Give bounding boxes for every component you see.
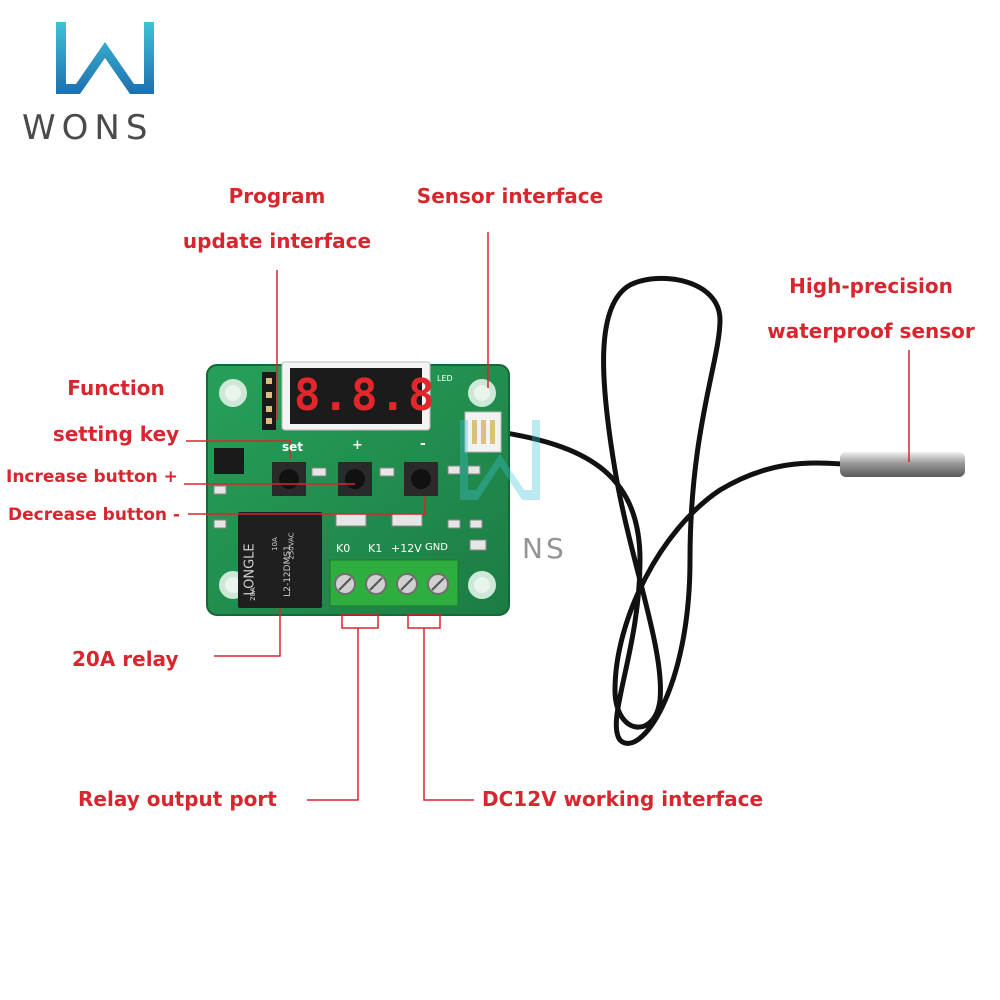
watermark-text: NS <box>522 532 567 565</box>
terminal-label-k0: K0 <box>336 542 351 555</box>
key-set-label: set <box>282 440 304 454</box>
label-setting-key: setting key <box>52 422 180 446</box>
terminal-label-gnd: GND <box>425 542 448 553</box>
relay-rating-2: 250VAC <box>287 532 296 560</box>
sensor-cable <box>497 276 845 746</box>
relay-rating-1: 10A <box>270 537 279 551</box>
brand-logo <box>56 22 154 94</box>
label-program: Program <box>228 184 326 208</box>
terminal-label-12v: +12V <box>391 542 422 555</box>
key-plus-label: + <box>352 438 363 453</box>
key-minus-label: - <box>420 436 426 452</box>
label-decrease-button: Decrease button - <box>8 505 180 525</box>
terminal-label-k1: K1 <box>368 542 383 555</box>
label-increase-button: Increase button + <box>6 467 178 487</box>
label-function: Function <box>67 376 165 400</box>
led-label: LED <box>437 374 453 383</box>
relay <box>238 512 322 608</box>
display-digits: 8.8.8 <box>294 370 437 421</box>
label-sensor-interface: Sensor interface <box>416 184 604 208</box>
label-relay-output-port: Relay output port <box>78 787 277 811</box>
relay-rating-3: 20A <box>248 587 257 601</box>
label-dc12v-interface: DC12V working interface <box>482 787 764 811</box>
brand-name: WONS <box>22 108 154 148</box>
label-waterproof-sensor: waterproof sensor <box>767 319 975 343</box>
label-program-update: update interface <box>182 229 372 253</box>
steel-probe <box>840 452 965 477</box>
label-high-precision: High-precision <box>789 274 953 298</box>
label-20a-relay: 20A relay <box>72 647 179 671</box>
